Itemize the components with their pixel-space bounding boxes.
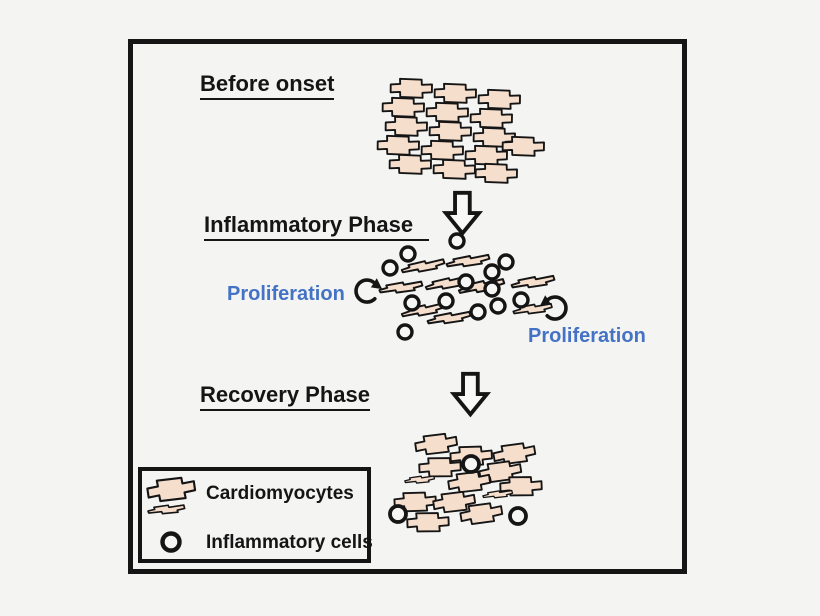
proliferation-label-left: Proliferation	[227, 283, 345, 305]
inflammatory-cell	[457, 273, 475, 291]
inflammatory-cell	[399, 245, 417, 263]
recovery-phase-text: Recovery Phase	[200, 382, 370, 411]
inflammatory-tissue	[377, 232, 556, 341]
damaged-cardiomyocyte-shape	[510, 274, 556, 291]
cardiomyocyte-shape	[405, 510, 451, 535]
cardiomyocyte-shape	[419, 137, 466, 164]
damaged-cardiomyocyte-shape	[481, 489, 514, 500]
recovery-phase-label: Recovery Phase	[200, 382, 370, 411]
inflammatory-cell	[403, 294, 421, 312]
inflammatory-phase-text: Inflammatory Phase	[204, 212, 430, 241]
damaged-cardiomyocyte-shape	[403, 474, 436, 485]
cardiomyocyte-shape	[375, 132, 422, 159]
diagram-frame	[128, 39, 687, 574]
cardiomyocyte-icon	[145, 476, 197, 503]
cardiomyocyte-shape	[476, 86, 523, 113]
cardiomyocyte-shape	[424, 99, 471, 126]
recovery-tissue	[388, 432, 544, 535]
before-onset-text: Before onset	[200, 71, 335, 100]
cardiomyocyte-shape	[383, 113, 430, 140]
inflammatory-cell	[448, 232, 466, 250]
cardiomyocyte-shape	[432, 80, 479, 107]
inflammatory-phase-label: Inflammatory Phase	[204, 212, 430, 241]
legend-cardiomyocytes-label: Cardiomyocytes	[206, 483, 354, 504]
inflammatory-cell	[512, 291, 530, 309]
inflammatory-cell	[469, 303, 487, 321]
inflammatory-cell	[437, 292, 455, 310]
inflammatory-cell	[489, 297, 507, 315]
cardiomyocyte-shape	[431, 156, 478, 183]
before-onset-tissue	[375, 75, 547, 187]
legend-glyphs	[145, 476, 197, 553]
down-arrow-icon-2	[451, 371, 489, 417]
damaged-cardiomyocyte-shape	[377, 279, 424, 296]
inflammatory-cell	[396, 323, 414, 341]
inflammatory-cell	[483, 280, 501, 298]
inflammatory-cell	[388, 504, 408, 524]
before-onset-label: Before onset	[200, 71, 335, 100]
inflammatory-cell	[381, 259, 399, 277]
circular-arrow-icon-left	[354, 276, 385, 304]
inflammatory-cell-icon	[160, 531, 182, 553]
inflammatory-cell	[483, 263, 501, 281]
proliferation-label-right: Proliferation	[528, 325, 646, 347]
cardiomyocyte-shape	[388, 75, 435, 102]
cardiomyocyte-shape	[468, 105, 515, 132]
legend-box	[138, 467, 371, 563]
damaged-cardiomyocyte-shape	[445, 253, 491, 270]
cardiomyocyte-shape	[413, 432, 459, 456]
legend-inflammatory-cells-label: Inflammatory cells	[206, 532, 373, 553]
inflammatory-cell	[461, 454, 481, 474]
cardiomyocyte-shape	[427, 118, 474, 145]
cardiomyocyte-shape	[380, 94, 427, 121]
inflammatory-cell	[497, 253, 515, 271]
damaged-cardiomyocyte-icon	[146, 503, 186, 516]
inflammatory-cell	[508, 506, 528, 526]
cardiomyocyte-shape	[387, 151, 434, 178]
cardiomyocyte-shape	[491, 441, 537, 466]
down-arrow-icon-1	[443, 190, 481, 236]
